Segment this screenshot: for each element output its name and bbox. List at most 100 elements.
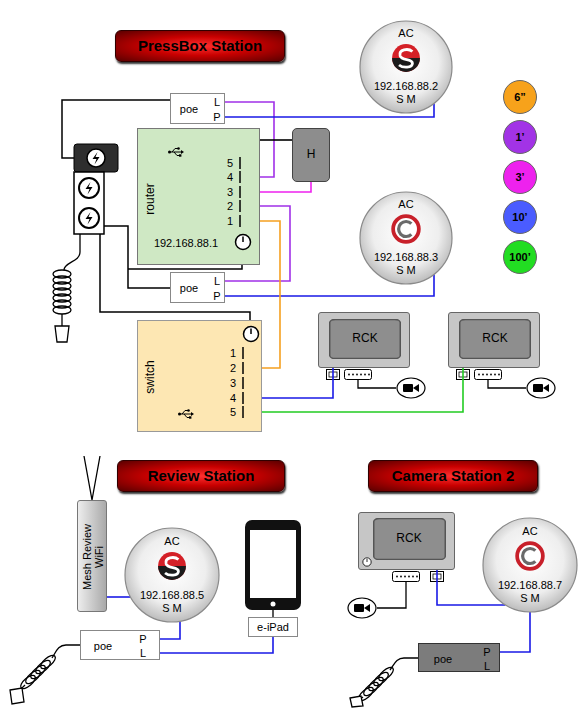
power-cord	[53, 306, 71, 314]
node-symbol	[243, 362, 244, 374]
monitor-box: RCK	[448, 312, 540, 368]
wifi-antenna	[84, 456, 100, 500]
node-symbol	[243, 377, 244, 389]
poe-injector-box: poePL	[80, 630, 160, 660]
node-label: Camera Station 2	[392, 468, 515, 485]
power-strip	[74, 172, 104, 234]
camera-icon	[527, 378, 555, 398]
wifi-mesh-box: Mesh Review WiFi	[77, 500, 107, 612]
cable-length-swatch: 10’	[503, 200, 537, 234]
node-symbol	[243, 392, 244, 404]
power-strip	[74, 144, 118, 234]
node-symbol	[393, 216, 419, 242]
hub-box: H	[292, 128, 330, 182]
node-label: router	[144, 183, 157, 214]
switch-box: switch12345	[137, 320, 262, 432]
camera-cable	[358, 380, 396, 388]
power-cord	[10, 688, 24, 704]
node-label: H	[307, 148, 316, 161]
power-cord	[64, 234, 80, 270]
node-label: S M	[396, 264, 416, 276]
poe-injector-box: poePL	[418, 643, 500, 672]
node-label: Review Station	[148, 468, 255, 485]
power-strip	[86, 182, 93, 195]
node-symbol	[240, 200, 241, 212]
station-title: PressBox Station	[115, 30, 285, 62]
power-cord	[55, 326, 69, 342]
camera-cable	[488, 380, 526, 388]
node-label: 3	[230, 377, 236, 389]
device-label-box: e-iPad	[248, 617, 298, 637]
node-label: 5	[227, 157, 233, 169]
node-symbol	[374, 518, 446, 559]
cable-connector	[500, 612, 530, 652]
power-cord	[52, 645, 80, 658]
cable-connector	[260, 221, 280, 368]
node-symbol	[240, 171, 241, 183]
node-label: poe	[180, 103, 198, 115]
access-point-outline	[483, 518, 577, 612]
node-label: 2	[227, 200, 233, 212]
power-strip	[74, 144, 118, 172]
node-label: 192.168.88.3	[374, 251, 438, 263]
power-strip	[79, 208, 99, 228]
node-symbol	[330, 319, 401, 358]
node-label: 4	[230, 392, 236, 404]
node-label: e-iPad	[257, 621, 289, 633]
tablet-illustration	[271, 602, 276, 607]
node-symbol	[243, 406, 244, 418]
power-wire	[128, 265, 242, 269]
camera-icon	[348, 598, 376, 618]
camera-icon	[397, 378, 425, 398]
power-cord	[350, 658, 418, 707]
poe-injector-box: poe LP	[170, 93, 225, 124]
node-label: 2	[230, 362, 236, 374]
node-label: 3	[227, 186, 233, 198]
cable-connector	[260, 139, 292, 141]
node-label: L	[214, 96, 220, 108]
power-strip	[87, 149, 105, 167]
legend-label: 10’	[512, 211, 527, 223]
node-label: P	[483, 646, 490, 658]
cable-length-swatch: 6”	[503, 80, 537, 114]
power-cord	[10, 645, 80, 704]
node-symbol	[240, 186, 241, 198]
node-label: 5	[230, 406, 236, 418]
node-label: 1	[230, 347, 236, 359]
station-title: Camera Station 2	[368, 460, 538, 492]
access-point-circle: AC192.168.88.2S M	[359, 20, 453, 114]
node-label: 1	[227, 215, 233, 227]
access-point-outline	[360, 21, 452, 113]
cable-connector	[260, 182, 311, 192]
node-label: AC	[164, 535, 179, 547]
node-label: AC	[398, 198, 413, 210]
node-label: P	[213, 111, 220, 123]
router-box: router54321192.168.88.1	[137, 128, 260, 265]
node-label: S M	[396, 93, 416, 105]
cable-connector	[262, 368, 463, 412]
node-symbol	[392, 44, 420, 72]
node-symbol	[240, 157, 241, 169]
tablet-illustration	[272, 610, 273, 617]
monitor-ports	[345, 370, 372, 380]
cable-length-swatch: 1’	[503, 120, 537, 154]
camera-cable	[377, 582, 406, 608]
power-cord	[61, 314, 62, 326]
node-label: RCK	[396, 532, 421, 545]
power-cord	[53, 234, 80, 342]
access-point-circle: AC 192.168.88.3S M	[359, 191, 453, 285]
node-label: RCK	[352, 332, 377, 345]
cable-connector	[262, 368, 333, 398]
poe-injector-box: poeLP	[170, 272, 225, 303]
node-label: P	[213, 290, 220, 302]
node-symbol	[244, 327, 259, 342]
legend-label: 100’	[509, 251, 530, 263]
cable-connector	[160, 621, 180, 639]
access-point-outline	[360, 192, 452, 284]
node-symbol	[517, 543, 543, 569]
node-label: poe	[94, 640, 112, 652]
node-label: AC	[398, 27, 413, 39]
cable-connector	[107, 596, 130, 598]
node-label: S M	[162, 602, 182, 614]
cable-length-swatch: 100’	[503, 240, 537, 274]
